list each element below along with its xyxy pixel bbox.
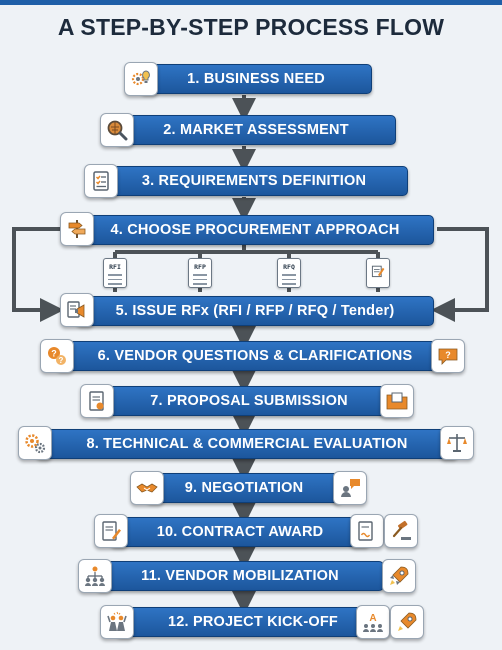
rfi-document-icon: RFI — [103, 258, 127, 288]
gears-icon — [18, 426, 52, 460]
rfq-document-icon: RFQ — [277, 258, 301, 288]
rocket-launch-icon — [390, 605, 424, 639]
right-loop-arrow — [431, 227, 489, 322]
step-5-issue-rfx: 5. ISSUE RFx (RFI / RFP / RFQ / Tender) — [76, 296, 434, 326]
rocket-icon — [382, 559, 416, 593]
svg-text:?: ? — [445, 350, 451, 360]
signpost-icon — [60, 212, 94, 246]
step-2-market-assessment: 2. MARKET ASSESSMENT — [116, 115, 396, 145]
team-icon: A — [356, 605, 390, 639]
person-speech-icon — [333, 471, 367, 505]
page-title: A STEP-BY-STEP PROCESS FLOW — [57, 14, 445, 40]
folder-icon — [380, 384, 414, 418]
step-7-proposal-submission: 7. PROPOSAL SUBMISSION — [96, 386, 402, 416]
step-6-vendor-questions: 6. VENDOR QUESTIONS & CLARIFICATIONS — [56, 341, 454, 371]
document-megaphone-icon — [60, 293, 94, 327]
step-11-vendor-mobilization: 11. VENDOR MOBILIZATION — [96, 561, 384, 591]
proposal-document-icon — [80, 384, 114, 418]
step-4-choose-procurement-approach: 4. CHOOSE PROCUREMENT APPROACH — [76, 215, 434, 245]
top-accent-bar — [0, 0, 502, 5]
lightbulb-gears-icon — [124, 62, 158, 96]
svg-text:A: A — [369, 613, 376, 624]
tender-document-icon — [366, 258, 390, 288]
step-3-requirements-definition: 3. REQUIREMENTS DEFINITION — [100, 166, 408, 196]
question-bubbles-icon: ?? — [40, 339, 74, 373]
scales-icon — [440, 426, 474, 460]
magnifier-globe-icon — [100, 113, 134, 147]
step-12-project-kick-off: 12. PROJECT KICK-OFF — [116, 607, 390, 637]
left-loop-arrow — [12, 227, 64, 322]
checklist-document-icon — [84, 164, 118, 198]
svg-text:?: ? — [59, 356, 64, 365]
gavel-icon — [384, 514, 418, 548]
team-hierarchy-icon — [78, 559, 112, 593]
step-8-technical-commercial-evaluation: 8. TECHNICAL & COMMERCIAL EVALUATION — [36, 429, 458, 459]
contract-pen-icon — [94, 514, 128, 548]
step-1-business-need: 1. BUSINESS NEED — [140, 64, 372, 94]
step-9-negotiation: 9. NEGOTIATION — [146, 473, 342, 503]
celebrating-people-icon — [100, 605, 134, 639]
step-10-contract-award: 10. CONTRACT AWARD — [110, 517, 370, 547]
rfp-document-icon: RFP — [188, 258, 212, 288]
handshake-icon — [130, 471, 164, 505]
svg-text:?: ? — [51, 349, 57, 359]
question-chat-icon: ? — [431, 339, 465, 373]
signed-contract-icon — [350, 514, 384, 548]
